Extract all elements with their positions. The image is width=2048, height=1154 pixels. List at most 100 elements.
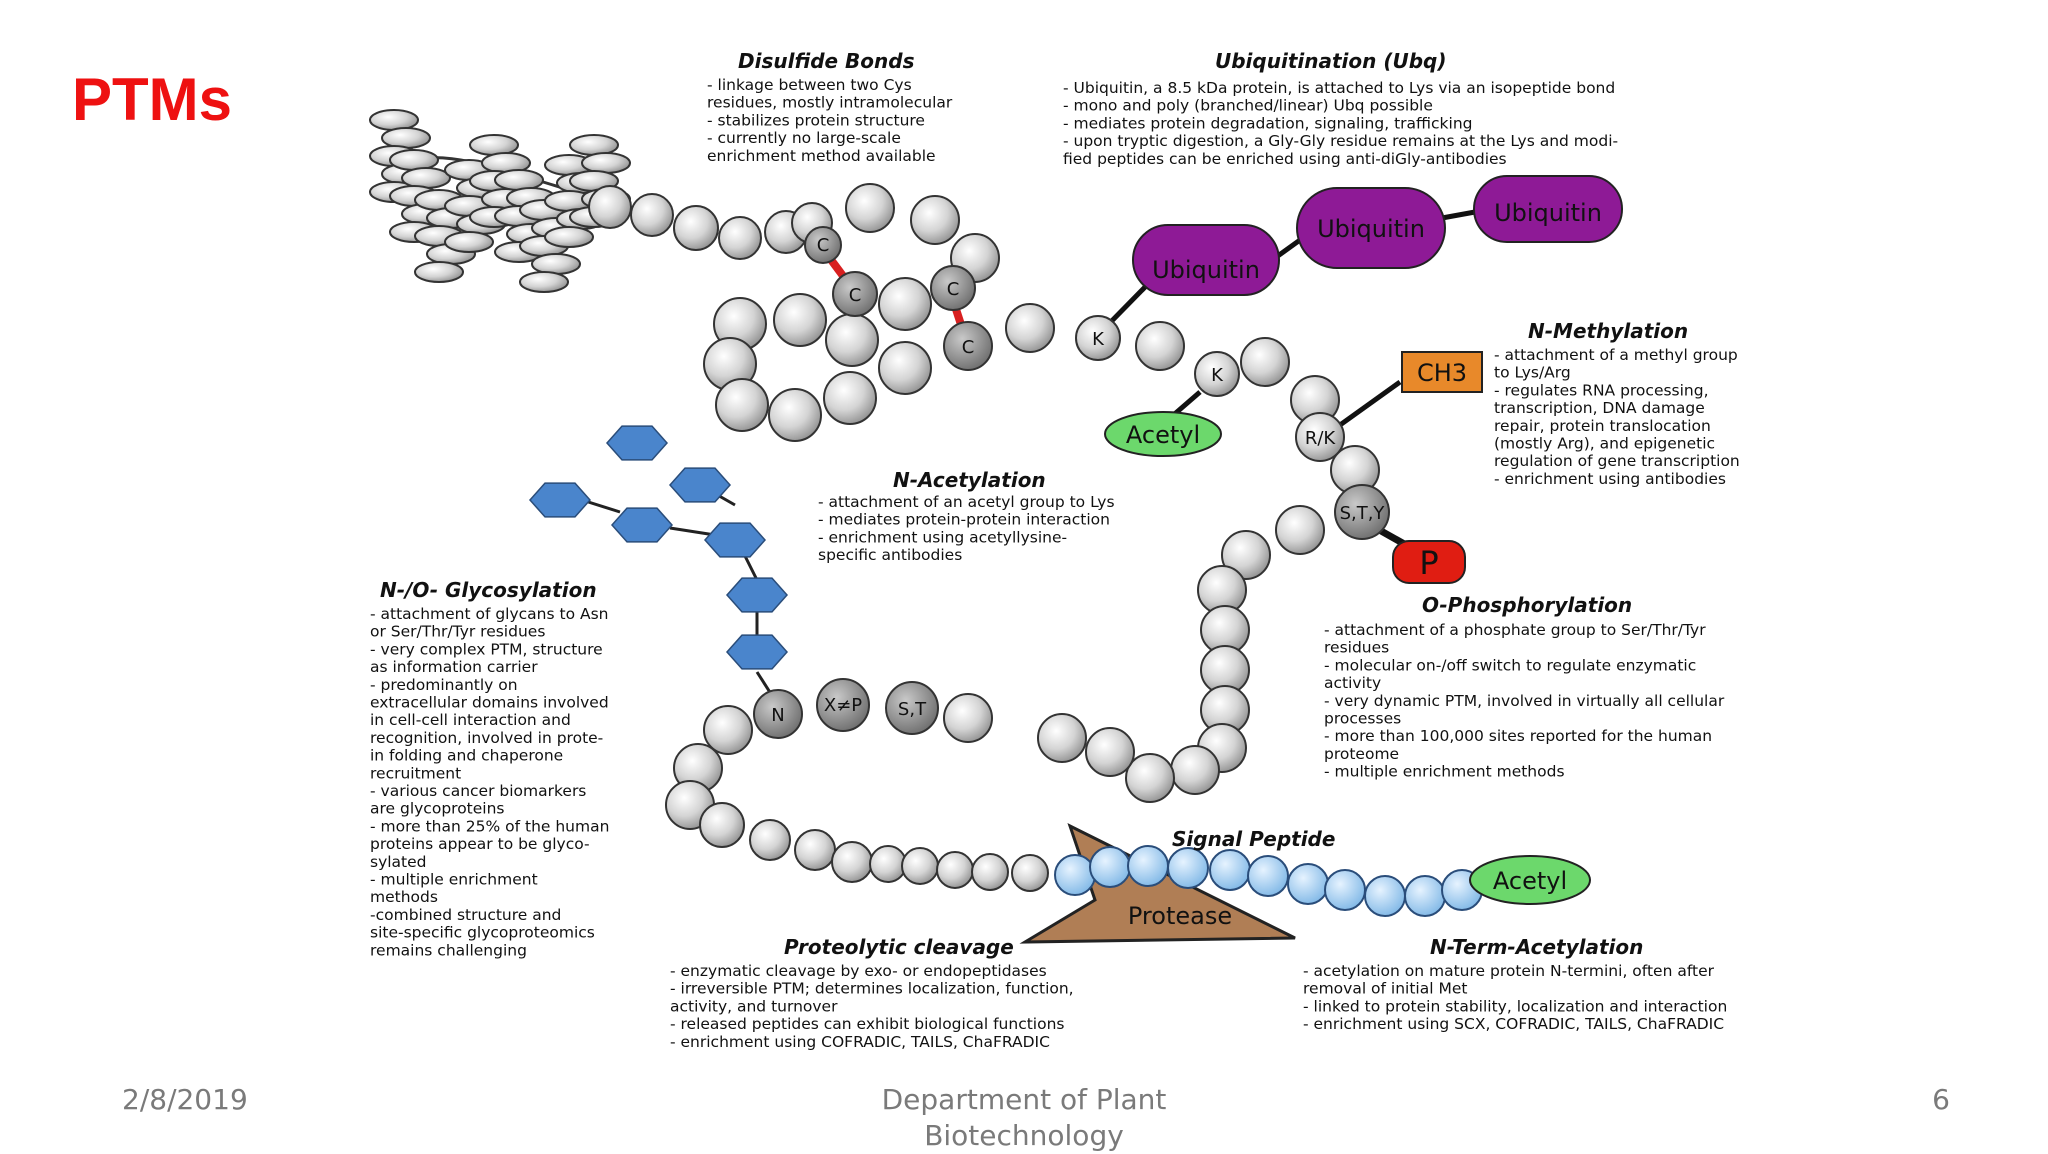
section-methylation-line: - attachment of a methyl group bbox=[1494, 346, 1738, 364]
xp-residue bbox=[816, 678, 870, 732]
protease-enzyme: Protease bbox=[1019, 823, 1296, 944]
st-residue-label: S,T bbox=[898, 699, 927, 720]
section-methylation-line: to Lys/Arg bbox=[1494, 364, 1571, 382]
footer-date: 2/8/2019 bbox=[122, 1083, 248, 1116]
backbone-residue bbox=[1221, 530, 1271, 580]
section-acetylation: N-Acetylation - attachment of an acetyl … bbox=[818, 468, 1115, 564]
section-glycosylation-line: methods bbox=[370, 888, 438, 906]
sty-residue-label: S,T,Y bbox=[1340, 503, 1386, 524]
cys-residue-3-label: C bbox=[947, 279, 960, 300]
section-phosphorylation-line: - multiple enrichment methods bbox=[1324, 763, 1565, 781]
section-glycosylation-line: - predominantly on bbox=[370, 676, 518, 694]
section-glycosylation-line: as information carrier bbox=[370, 658, 538, 676]
section-phosphorylation-text: - attachment of a phosphate group to Ser… bbox=[1324, 621, 1725, 781]
ubiquitin-2-label: Ubiquitin bbox=[1317, 215, 1425, 243]
backbone-residue bbox=[630, 193, 674, 237]
ubiquitin-chain: Ubiquitin Ubiquitin Ubiquitin bbox=[1096, 175, 1623, 337]
footer-page-number: 6 bbox=[1932, 1083, 1950, 1116]
phosphorylation-group: S,T,Y P bbox=[1334, 484, 1466, 584]
backbone-residue bbox=[901, 847, 939, 885]
glycan-hexagon bbox=[605, 425, 669, 461]
ubiquitin-2 bbox=[1296, 187, 1446, 269]
phosphate-label: P bbox=[1419, 544, 1438, 582]
glycosylation-residues: N X≠P S,T bbox=[753, 678, 939, 739]
lysine-residue-ubq bbox=[1075, 315, 1121, 361]
section-acetylation-line: - enrichment using acetyllysine- bbox=[818, 528, 1067, 546]
backbone-residue bbox=[1011, 854, 1049, 892]
backbone-residue bbox=[1135, 321, 1185, 371]
backbone-residue bbox=[588, 185, 632, 229]
section-glycosylation-line: extracellular domains involved bbox=[370, 694, 609, 712]
section-proteolytic-line: - released peptides can exhibit biologic… bbox=[670, 1015, 1064, 1033]
nterm-acetyl-group: Acetyl bbox=[1469, 855, 1591, 905]
helix-coil bbox=[581, 152, 631, 174]
section-phosphorylation-line: - attachment of a phosphate group to Ser… bbox=[1324, 621, 1706, 639]
acetyl-lys-group: Acetyl bbox=[1104, 390, 1222, 457]
backbone-residue bbox=[910, 195, 960, 245]
section-phosphorylation-line: - molecular on-/off switch to regulate e… bbox=[1324, 656, 1696, 674]
backbone-residue bbox=[845, 183, 895, 233]
folded-protein-helix bbox=[369, 109, 641, 293]
signal-peptide-residue bbox=[1287, 863, 1329, 905]
nterm-acetyl-tag bbox=[1469, 855, 1591, 905]
helix-coil bbox=[531, 253, 581, 275]
section-nterm-line: - acetylation on mature protein N-termin… bbox=[1303, 962, 1715, 980]
helix-coil bbox=[401, 167, 451, 189]
section-phosphorylation-line: proteome bbox=[1324, 745, 1399, 763]
section-nterm: N-Term-Acetylation - acetylation on matu… bbox=[1303, 935, 1727, 1033]
section-acetylation-text: - attachment of an acetyl group to Lys- … bbox=[818, 493, 1115, 564]
section-glycosylation-line: recruitment bbox=[370, 764, 461, 782]
section-proteolytic-title: Proteolytic cleavage bbox=[784, 935, 1014, 959]
section-ubiquitination-line: fied peptides can be enriched using anti… bbox=[1063, 150, 1507, 168]
backbone-residue bbox=[936, 851, 974, 889]
section-nterm-title: N-Term-Acetylation bbox=[1430, 935, 1643, 959]
cys-residue-1-label: C bbox=[817, 235, 830, 256]
acetyl-lys-label: Acetyl bbox=[1126, 421, 1200, 449]
section-proteolytic-line: - enrichment using COFRADIC, TAILS, ChaF… bbox=[670, 1033, 1050, 1051]
section-glycosylation-line: are glycoproteins bbox=[370, 800, 505, 818]
section-disulfide-line: residues, mostly intramolecular bbox=[707, 94, 953, 112]
section-nterm-line: - enrichment using SCX, COFRADIC, TAILS,… bbox=[1303, 1015, 1724, 1033]
section-disulfide-line: enrichment method available bbox=[707, 147, 936, 165]
section-nterm-text: - acetylation on mature protein N-termin… bbox=[1303, 962, 1727, 1033]
section-glycosylation-line: in cell-cell interaction and bbox=[370, 711, 571, 729]
section-glycosylation: N-/O- Glycosylation - attachment of glyc… bbox=[370, 578, 609, 959]
signal-peptide-chain bbox=[1054, 845, 1483, 917]
section-methylation-line: repair, protein translocation bbox=[1494, 417, 1711, 435]
protein-backbone bbox=[588, 183, 1380, 892]
cys-residue-4-label: C bbox=[962, 337, 975, 358]
signal-peptide-residue bbox=[1209, 849, 1251, 891]
section-ubiquitination-line: - mediates protein degradation, signalin… bbox=[1063, 114, 1472, 132]
backbone-residue bbox=[825, 313, 879, 367]
section-methylation-line: (mostly Arg), and epigenetic bbox=[1494, 435, 1715, 453]
backbone-residue bbox=[869, 845, 907, 883]
n-residue-label: N bbox=[771, 705, 784, 726]
glycan-hexagon bbox=[528, 482, 592, 518]
phosphate-tag bbox=[1392, 540, 1466, 584]
signal-peptide-residue bbox=[1167, 847, 1209, 889]
backbone-residue bbox=[1037, 713, 1087, 763]
lysine-residue-acetyl bbox=[1194, 351, 1240, 397]
section-phosphorylation-line: processes bbox=[1324, 710, 1401, 728]
backbone-residue bbox=[749, 819, 791, 861]
section-ubiquitination-line: - mono and poly (branched/linear) Ubq po… bbox=[1063, 97, 1433, 115]
signal-peptide-residue bbox=[1127, 845, 1169, 887]
helix-coil bbox=[389, 149, 439, 171]
ubiquitin-1-label: Ubiquitin bbox=[1152, 256, 1260, 284]
section-ubiquitination-line: - Ubiquitin, a 8.5 kDa protein, is attac… bbox=[1063, 79, 1615, 97]
glycan-hexagon bbox=[725, 577, 789, 613]
backbone-residue bbox=[943, 693, 993, 743]
glycan-hexagon bbox=[610, 507, 674, 543]
section-phosphorylation-line: - more than 100,000 sites reported for t… bbox=[1324, 727, 1712, 745]
backbone-residue bbox=[823, 371, 877, 425]
backbone-residue bbox=[715, 378, 769, 432]
section-glycosylation-title: N-/O- Glycosylation bbox=[380, 578, 597, 602]
ubiquitin-3 bbox=[1473, 175, 1623, 243]
signal-peptide-residue bbox=[1364, 875, 1406, 917]
backbone-residue bbox=[699, 802, 745, 848]
helix-coil bbox=[494, 169, 544, 191]
section-glycosylation-line: in folding and chaperone bbox=[370, 747, 563, 765]
section-disulfide-line: - currently no large-scale bbox=[707, 129, 901, 147]
signal-peptide-residue bbox=[1089, 846, 1131, 888]
